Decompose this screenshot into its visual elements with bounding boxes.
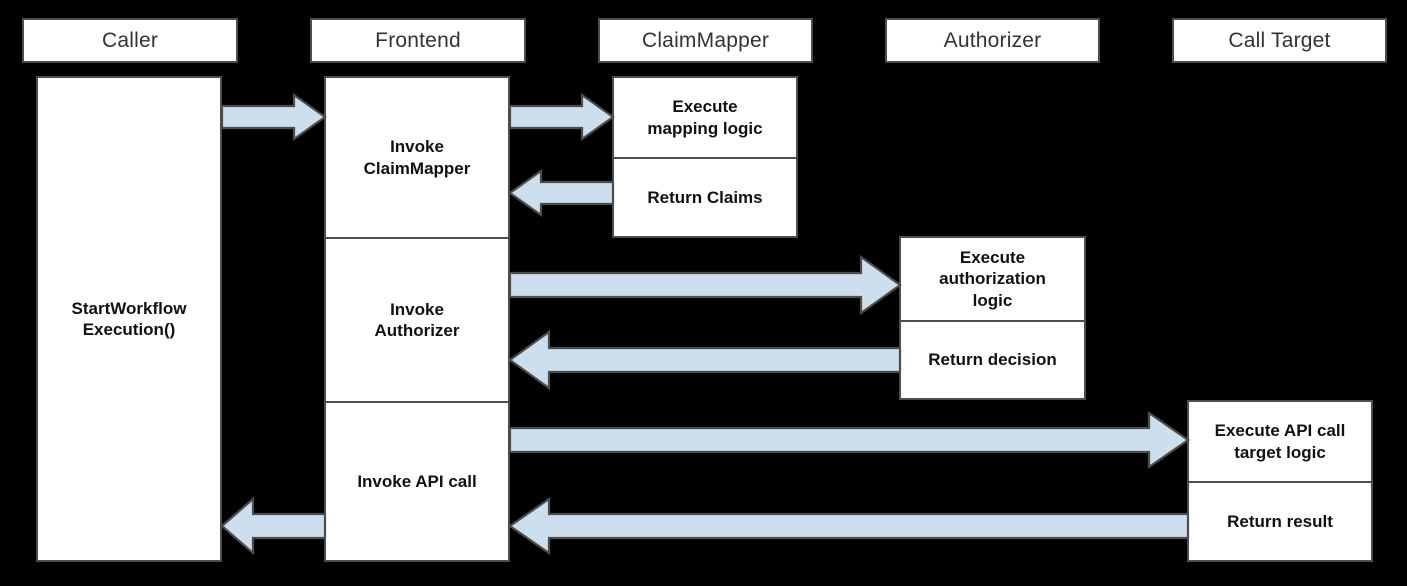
activation-cell-execute-mapping-logic: Execute mapping logic [647,97,763,138]
lane-header-caller-label: Caller [101,28,159,52]
activation-frontend: Invoke ClaimMapper Invoke Authorizer Inv… [324,76,510,562]
lane-header-claimmapper-label: ClaimMapper [641,28,770,52]
activation-cell-invoke-authorizer: Invoke Authorizer [326,237,508,401]
activation-cell-execute-api-call-target-logic: Execute API call target logic [1214,421,1346,462]
activation-cell-return-claims: Return Claims [614,157,796,236]
activation-cell-return-result: Return result [1189,481,1371,560]
activation-cell-invoke-claimmapper: Invoke ClaimMapper [363,137,471,178]
activation-cell-invoke-api-call: Invoke API call [326,401,508,560]
lane-header-authorizer-label: Authorizer [943,28,1042,52]
activation-cell-return-decision: Return decision [901,320,1084,398]
activation-calltarget: Execute API call target logic Return res… [1187,400,1373,562]
message-arrow-authorizer-to-frontend [508,329,902,391]
activation-cell-start-workflow-execution: StartWorkflow Execution() [71,298,187,339]
message-arrow-frontend-to-calltarget [508,410,1190,470]
message-arrow-caller-to-frontend [220,92,327,142]
activation-claimmapper: Execute mapping logic Return Claims [612,76,798,238]
lane-header-caller: Caller [22,18,238,63]
lane-header-frontend: Frontend [310,18,526,63]
message-arrow-frontend-to-authorizer [508,254,902,316]
lane-header-authorizer: Authorizer [885,18,1100,63]
message-arrow-claimmapper-to-frontend [508,168,615,218]
lane-header-claimmapper: ClaimMapper [598,18,813,63]
activation-cell-execute-authorization-logic: Execute authorization logic [939,248,1046,310]
activation-authorizer: Execute authorization logic Return decis… [899,236,1086,400]
message-arrow-frontend-to-caller [220,496,327,556]
lane-header-calltarget-label: Call Target [1228,28,1331,52]
lane-header-frontend-label: Frontend [375,28,461,52]
message-arrow-frontend-to-claimmapper [508,92,615,142]
message-arrow-calltarget-to-frontend [508,496,1190,556]
activation-caller: StartWorkflow Execution() [36,76,222,562]
lane-header-calltarget: Call Target [1172,18,1387,63]
